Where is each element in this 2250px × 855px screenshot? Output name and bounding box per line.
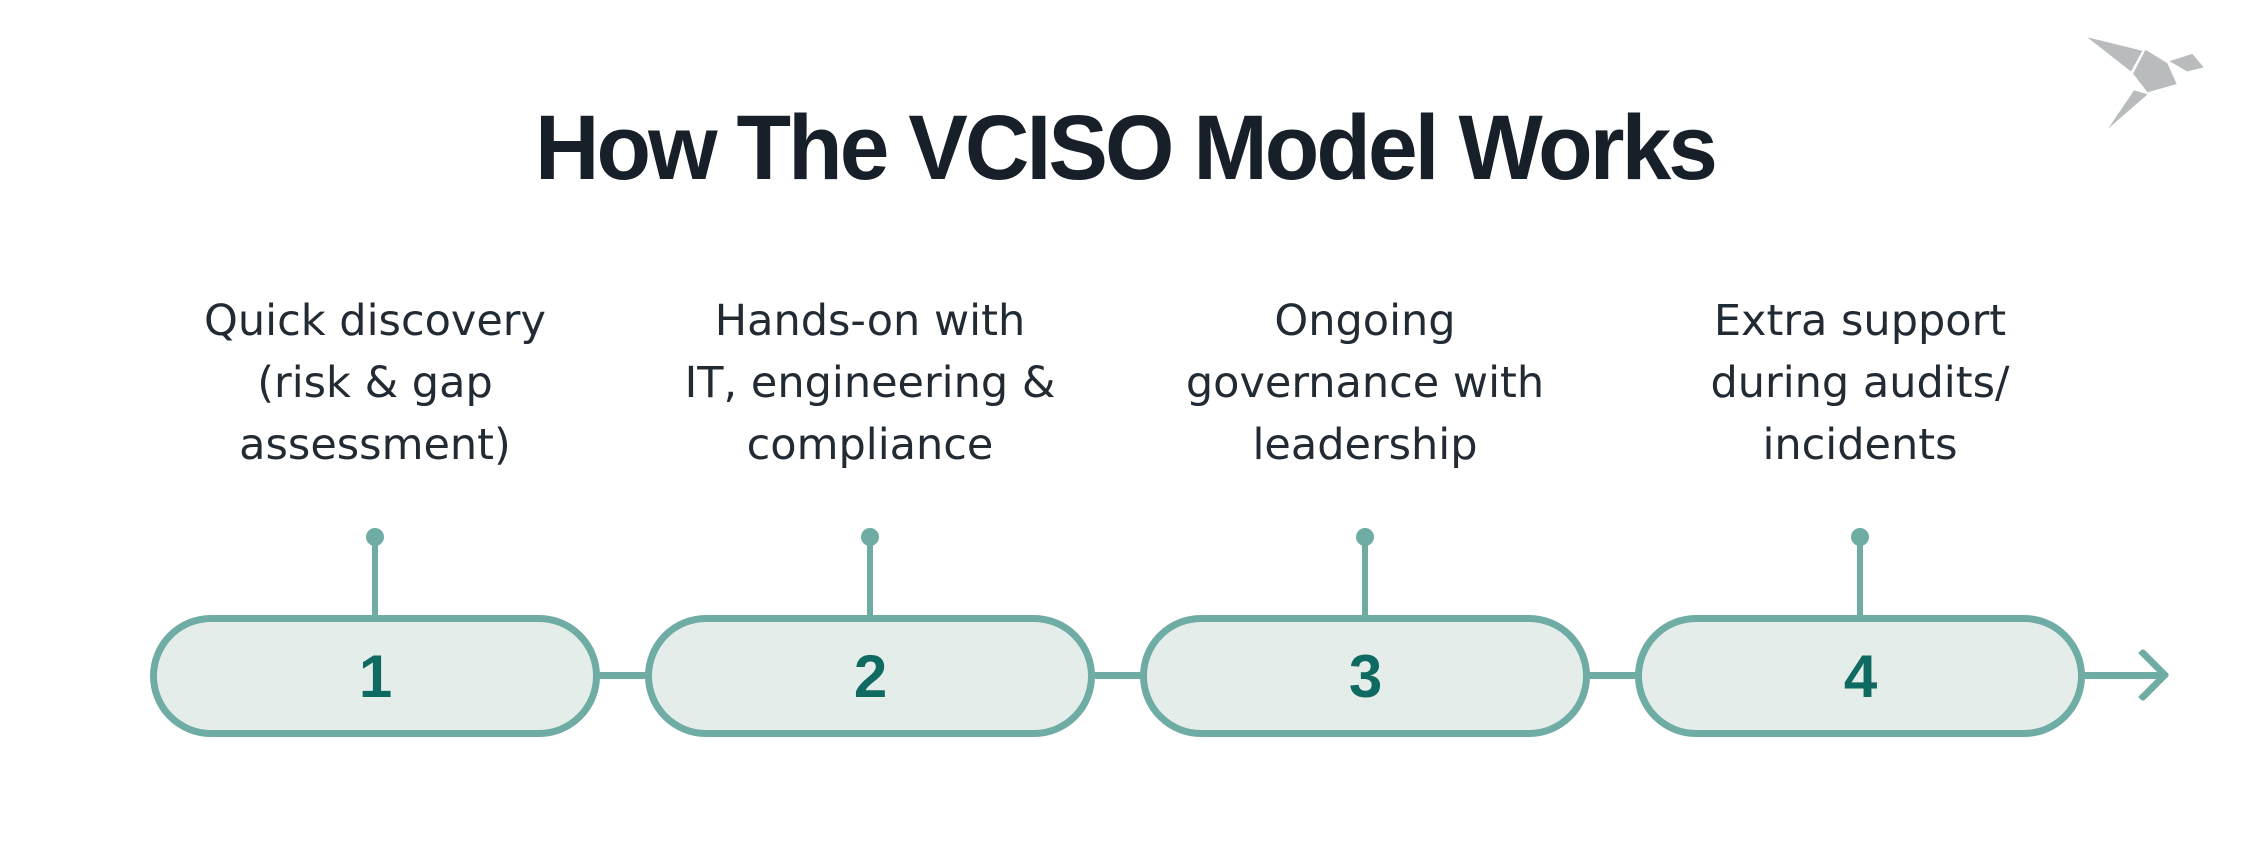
step-3-pill: 3 bbox=[1140, 615, 1590, 737]
step-1-dot-icon bbox=[366, 528, 384, 546]
step-3-label-line: leadership bbox=[1252, 420, 1478, 470]
step-4-label: Extra support during audits/ incidents bbox=[1600, 290, 2120, 476]
step-1-number: 1 bbox=[358, 642, 392, 710]
step-2-pill: 2 bbox=[645, 615, 1095, 737]
arrow-right-icon bbox=[2116, 648, 2170, 702]
step-2-stem-connector bbox=[861, 528, 879, 620]
step-2-label-line: IT, engineering & bbox=[684, 358, 1056, 408]
step-4-label-line: during audits/ bbox=[1710, 358, 2010, 408]
step-1-label-line: assessment) bbox=[239, 420, 511, 470]
step-1-pill: 1 bbox=[150, 615, 600, 737]
step-4-label-line: Extra support bbox=[1713, 296, 2007, 346]
step-2-number: 2 bbox=[853, 642, 887, 710]
step-4-dot-icon bbox=[1851, 528, 1869, 546]
step-1-label: Quick discovery (risk & gap assessment) bbox=[115, 290, 635, 476]
step-1-label-line: (risk & gap bbox=[257, 358, 493, 408]
step-3-dot-icon bbox=[1356, 528, 1374, 546]
step-3-label-line: governance with bbox=[1185, 358, 1545, 408]
step-3-label: Ongoing governance with leadership bbox=[1105, 290, 1625, 476]
step-2-label: Hands-on with IT, engineering & complian… bbox=[610, 290, 1130, 476]
step-2-label-line: compliance bbox=[746, 420, 994, 470]
step-4-pill: 4 bbox=[1635, 615, 2085, 737]
page-title: How The VCISO Model Works bbox=[534, 97, 1718, 199]
step-1-stem-connector bbox=[366, 528, 384, 620]
origami-bird-icon bbox=[2087, 37, 2204, 129]
step-2-dot-icon bbox=[861, 528, 879, 546]
step-3-label-line: Ongoing bbox=[1274, 296, 1456, 346]
step-4-stem-connector bbox=[1851, 528, 1869, 620]
step-2-label-line: Hands-on with bbox=[714, 296, 1026, 346]
step-3-number: 3 bbox=[1348, 642, 1382, 710]
step-3-stem-connector bbox=[1356, 528, 1374, 620]
step-4-label-line: incidents bbox=[1762, 420, 1958, 470]
step-1-label-line: Quick discovery bbox=[204, 296, 546, 346]
step-4-number: 4 bbox=[1843, 642, 1877, 710]
